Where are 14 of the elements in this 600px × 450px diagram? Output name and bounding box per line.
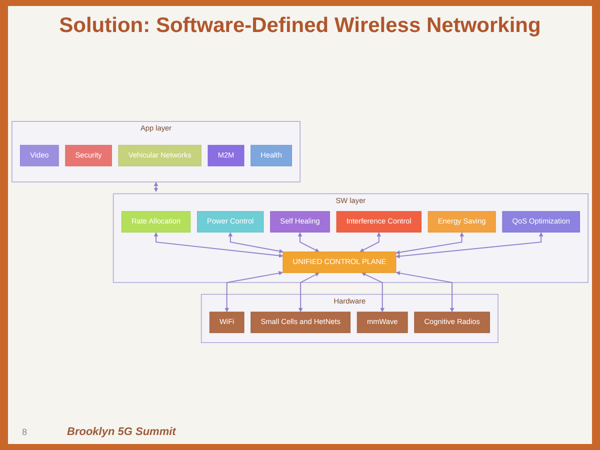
arrow [154, 182, 158, 192]
arrow [154, 232, 284, 258]
page-number: 8 [22, 427, 28, 437]
arrow [396, 271, 454, 312]
arrow [298, 272, 320, 312]
arrow [396, 232, 544, 258]
footer-text: Brooklyn 5G Summit [67, 426, 176, 438]
arrow [224, 271, 283, 312]
arrow [362, 272, 384, 312]
arrow [396, 232, 464, 254]
arrow [298, 232, 320, 252]
slide-title: Solution: Software-Defined Wireless Networking [59, 14, 541, 38]
arrow [228, 232, 284, 254]
arrow [360, 232, 382, 252]
